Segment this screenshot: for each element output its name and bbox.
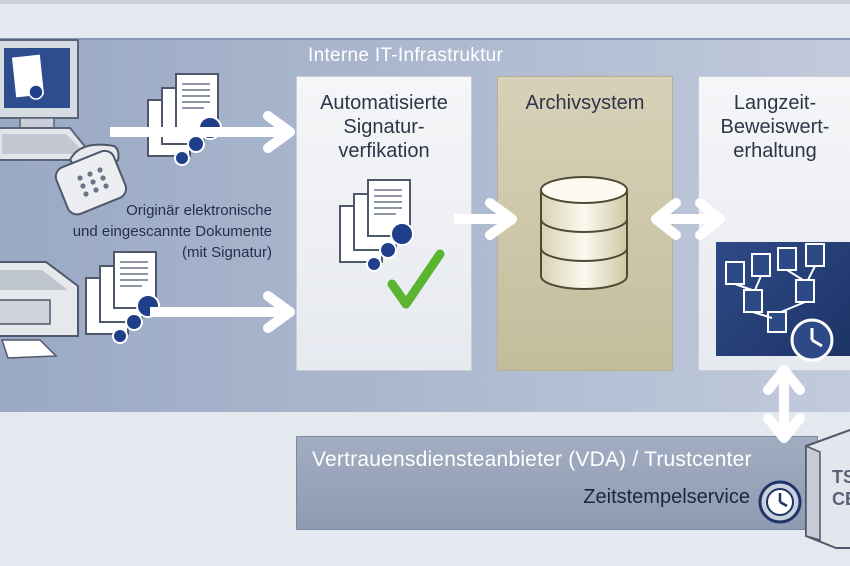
database-icon [540, 176, 628, 290]
document-stack-icon [85, 251, 160, 344]
arrow-to-verification-top [110, 111, 295, 153]
arrow-to-archive [454, 198, 517, 240]
documents-caption: Originär elektronische und eingescannte … [72, 202, 272, 261]
telephone-icon [54, 143, 128, 216]
scanner-icon [0, 261, 79, 359]
document-stack-icon [339, 179, 414, 272]
top-divider [0, 0, 850, 4]
signature-verification-title: Automatisierte Signatur- verfikation [320, 92, 448, 162]
trust-center-box [296, 436, 818, 530]
timestamp-service-label: Zeitstempelservice [583, 486, 750, 508]
arrow-longterm-trustcenter [763, 365, 805, 443]
archive-system-title: Archivsystem [525, 92, 645, 114]
server-label: TS CE [832, 467, 850, 509]
tree-icon [725, 243, 825, 333]
checkmark-icon [387, 249, 445, 309]
arrow-archive-longterm [651, 198, 725, 240]
trust-center-title: Vertrauensdiensteanbieter (VDA) / Trustc… [312, 448, 752, 471]
long-term-evidence-title: Langzeit- Beweiswert- erhaltung [720, 92, 830, 162]
clock-icon [758, 480, 802, 524]
document-stack-icon [147, 73, 222, 166]
clock-icon [790, 318, 834, 362]
signature-verification-box: Automatisierte Signatur- verfikation [296, 76, 472, 371]
server-icon [805, 429, 850, 549]
arrow-to-verification-bottom [150, 291, 295, 333]
infrastructure-title: Interne IT-Infrastruktur [308, 45, 504, 66]
computer-icon [0, 39, 99, 161]
